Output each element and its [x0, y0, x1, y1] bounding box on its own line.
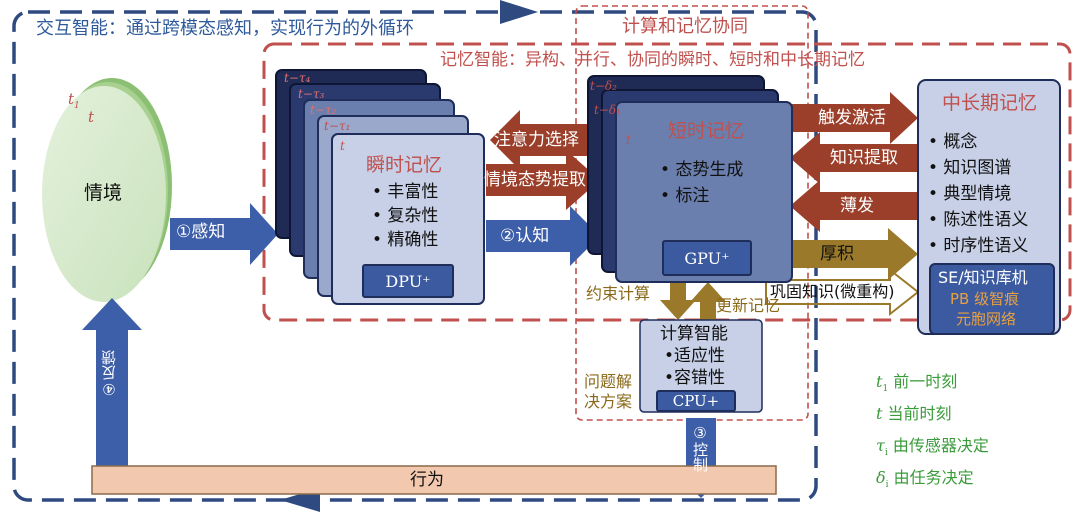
cognition-label: ②认知 [500, 226, 550, 246]
compute-box [639, 319, 763, 413]
cpu-chip: CPU+ [656, 390, 736, 412]
short-item: • 态势生成 [660, 160, 744, 180]
legend-item: τi 由传感器决定 [876, 436, 989, 459]
short-title: 短时记忆 [668, 120, 745, 142]
update-label: 更新记忆 [716, 296, 781, 315]
behavior-bar [91, 465, 777, 495]
cognition-arrow [486, 206, 600, 266]
short-card-front [615, 101, 793, 283]
short-d1: t−δ₁ [594, 103, 621, 117]
perception-label: ①感知 [176, 222, 226, 242]
legend-item: t1 前一时刻 [876, 372, 958, 395]
sa-extract-arrow [486, 150, 600, 210]
long-item: • 陈述性语义 [928, 210, 1029, 230]
accumulate-arrow [766, 228, 918, 280]
instant-item: • 丰富性 [372, 182, 439, 202]
perception-arrow [170, 203, 278, 265]
situation-t1-label: t1 [68, 90, 80, 111]
instant-tau4: t−τ₄ [284, 71, 311, 85]
legend-item: t 当前时刻 [876, 404, 952, 423]
long-item: • 典型情境 [928, 184, 1012, 204]
long-net-label: 元胞网络 [956, 310, 1017, 328]
legend-item: δi 由任务决定 [876, 468, 974, 491]
compute-item: •适应性 [664, 346, 726, 366]
instant-title: 瞬时记忆 [366, 154, 443, 176]
retrieve-arrow [790, 132, 918, 184]
compute-item: •容错性 [664, 368, 726, 388]
constraint-arrow [660, 282, 696, 320]
control-label: ③控制 [691, 424, 709, 472]
instant-tau2: t−τ₂ [310, 103, 337, 117]
long-item: • 时序性语义 [928, 236, 1029, 256]
long-title: 中长期记忆 [942, 92, 1038, 114]
instant-tau1: t−τ₁ [324, 119, 351, 133]
thin-arrow [790, 180, 918, 232]
instant-t: t [340, 139, 345, 153]
loop-arrow-right [500, 0, 538, 24]
thin-label: 薄发 [840, 196, 874, 216]
short-item: • 标注 [660, 186, 710, 206]
instant-item: • 精确性 [372, 230, 439, 250]
short-t: t [626, 133, 631, 147]
solution-line2: 决方案 [584, 392, 633, 411]
compute-title: 计算智能 [660, 324, 728, 344]
long-pb-label: PB 级智痕 [950, 290, 1020, 308]
memory-title: 记忆智能：异构、并行、协同的瞬时、短时和中长期记忆 [440, 50, 865, 70]
feedback-arrow [82, 298, 142, 470]
instant-item: • 复杂性 [372, 206, 439, 226]
instant-card-front [331, 133, 485, 305]
instant-tau3: t−τ₃ [298, 87, 325, 101]
collab-title: 计算和记忆协同 [622, 16, 748, 37]
situation-label: 情境 [84, 182, 123, 204]
interaction-title: 交互智能：通过跨模态感知，实现行为的外循环 [36, 18, 414, 39]
consolidate-label: 巩固知识(微重构) [770, 282, 895, 301]
retrieve-label: 知识提取 [830, 148, 898, 168]
long-se-label: SE/知识库机 [938, 268, 1028, 287]
solution-line1: 问题解 [584, 372, 633, 391]
situation-ellipse-front [42, 86, 166, 302]
short-d2: t−δ₂ [590, 79, 617, 93]
trigger-arrow [790, 92, 918, 144]
sa-extract-label: 情境态势提取 [484, 170, 586, 190]
constraint-label: 约束计算 [586, 284, 651, 303]
long-item: • 知识图谱 [928, 158, 1012, 178]
trigger-label: 触发激活 [818, 108, 886, 128]
gpu-chip: GPU⁺ [662, 240, 752, 276]
update-arrow [690, 282, 726, 322]
consolidate-arrow [765, 267, 920, 317]
behavior-label: 行为 [410, 470, 444, 490]
long-se-box [929, 263, 1055, 335]
feedback-label: ④反馈 [100, 350, 118, 398]
dpu-chip: DPU⁺ [362, 264, 454, 298]
accumulate-label: 厚积 [820, 244, 854, 264]
long-item: • 概念 [928, 132, 978, 152]
situation-t-label: t [88, 108, 95, 126]
attention-label: 注意力选择 [494, 130, 579, 150]
